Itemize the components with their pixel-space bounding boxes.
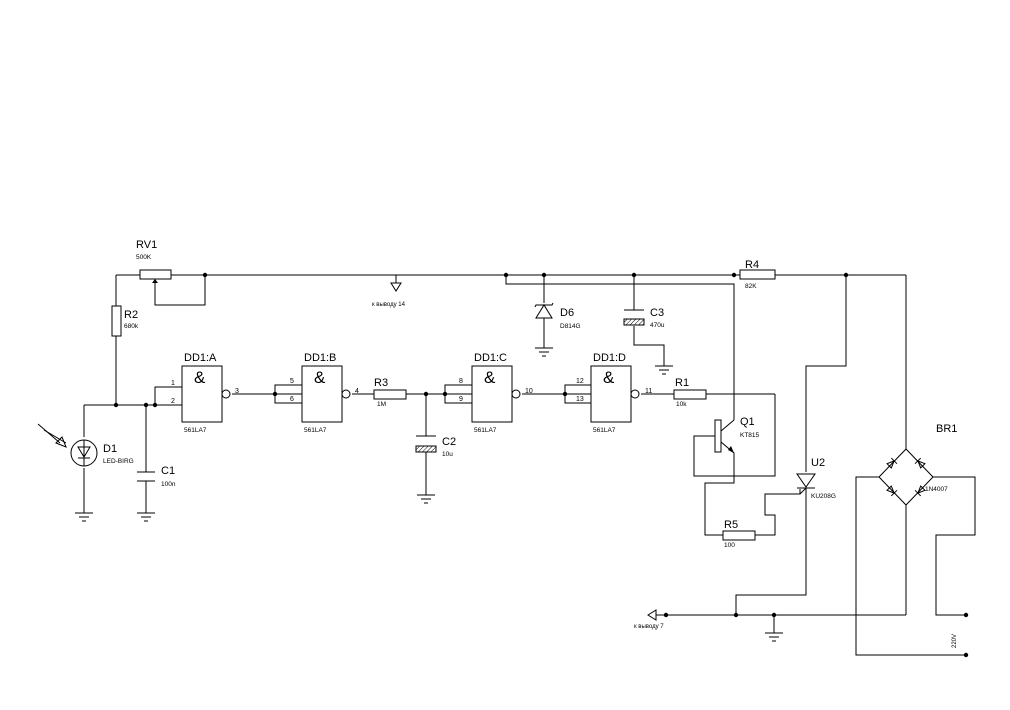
- dd1c-symbol: &: [484, 368, 496, 387]
- dd1b-pin-6: 6: [290, 396, 294, 403]
- gate-dd1d: & DD1:D 561LA7 12 13 11: [576, 352, 652, 434]
- dd1c-pin-9: 9: [459, 396, 463, 403]
- r2-value: 680k: [124, 323, 139, 330]
- r3-resistor: R3 1M: [373, 377, 407, 408]
- r1-resistor: R1 10k: [673, 377, 707, 408]
- br1-bridge-rectifier: BR1 1N4007: [878, 423, 957, 506]
- dd1a-symbol: &: [194, 368, 206, 387]
- u2-value: KU208G: [811, 493, 836, 500]
- d1-value: LED-BIRG: [103, 458, 134, 465]
- q1-value: KT815: [740, 432, 760, 439]
- q1-ref: Q1: [740, 416, 755, 428]
- c1-capacitor: C1 100n: [137, 465, 176, 488]
- terminal-pin7: к выводу 7: [634, 609, 664, 630]
- dd1b-pin-4: 4: [355, 388, 359, 395]
- dd1d-ref: DD1:D: [593, 352, 626, 364]
- rv1-potentiometer: RV1 500K: [136, 239, 172, 291]
- r1-value: 10k: [676, 401, 687, 408]
- terminal-mains: 220V: [952, 634, 958, 648]
- u2-thyristor: U2 KU208G: [796, 457, 836, 500]
- dd1b-pin-5: 5: [290, 378, 294, 385]
- dd1d-pin-13: 13: [576, 396, 584, 403]
- dd1c-pin-8: 8: [459, 378, 463, 385]
- dd1b-value: 561LA7: [304, 427, 327, 434]
- rv1-ref: RV1: [136, 239, 157, 251]
- d1-ref: D1: [103, 443, 117, 455]
- dd1b-symbol: &: [314, 368, 326, 387]
- dd1d-pin-11: 11: [645, 388, 652, 395]
- r4-value: 82K: [745, 283, 757, 290]
- br1-value: 1N4007: [925, 486, 948, 493]
- dd1a-ref: DD1:A: [184, 352, 217, 364]
- u2-ref: U2: [811, 457, 825, 469]
- r5-value: 100: [724, 542, 735, 549]
- dd1b-ref: DD1:B: [304, 352, 336, 364]
- c3-value: 470u: [650, 322, 665, 329]
- r1-ref: R1: [675, 377, 689, 389]
- r4-ref: R4: [745, 259, 759, 271]
- gate-dd1b: & DD1:B 561LA7 5 6 4: [290, 352, 359, 434]
- d6-ref: D6: [560, 307, 574, 319]
- dd1c-value: 561LA7: [474, 427, 497, 434]
- c1-ref: C1: [161, 465, 175, 477]
- dd1d-pin-12: 12: [576, 378, 584, 385]
- junctions: [113, 272, 969, 658]
- c3-capacitor: C3 470u: [623, 307, 665, 329]
- br1-ref: BR1: [936, 423, 957, 435]
- dd1d-value: 561LA7: [593, 427, 616, 434]
- dd1a-pin-2: 2: [171, 398, 175, 405]
- terminal-pin14: к выводу 14: [372, 275, 406, 308]
- rv1-value: 500K: [136, 254, 152, 261]
- d1-photodiode: D1 LED-BIRG: [37, 423, 134, 467]
- ground-symbols: [75, 347, 783, 642]
- r2-resistor: R2 680k: [111, 305, 139, 337]
- dd1d-symbol: &: [603, 368, 615, 387]
- c3-ref: C3: [650, 307, 664, 319]
- r5-ref: R5: [724, 519, 738, 531]
- r3-value: 1M: [377, 401, 386, 408]
- d6-value: D814G: [560, 323, 581, 330]
- gate-dd1a: & DD1:A 561LA7 1 2 3: [171, 352, 239, 434]
- c1-value: 100n: [161, 481, 176, 488]
- dd1c-ref: DD1:C: [474, 352, 507, 364]
- c2-value: 10u: [442, 451, 453, 458]
- r4-resistor: R4 82K: [739, 259, 776, 290]
- c2-ref: C2: [442, 436, 456, 448]
- d6-zener-diode: D6 D814G: [534, 302, 581, 330]
- r3-ref: R3: [374, 377, 388, 389]
- q1-transistor: Q1 KT815: [714, 416, 760, 453]
- dd1a-pin-1: 1: [171, 380, 175, 387]
- dd1a-pin-3: 3: [235, 388, 239, 395]
- dd1a-value: 561LA7: [184, 427, 207, 434]
- wires: [83, 274, 976, 656]
- note-mains: 220V: [952, 634, 958, 648]
- note-to-pin7: к выводу 7: [634, 624, 664, 630]
- c2-capacitor: C2 10u: [415, 435, 456, 458]
- r5-resistor: R5 100: [722, 519, 756, 549]
- gate-dd1c: & DD1:C 561LA7 8 9 10: [459, 352, 533, 434]
- note-to-pin14: к выводу 14: [372, 302, 406, 308]
- dd1c-pin-10: 10: [525, 388, 533, 395]
- r2-ref: R2: [124, 309, 138, 321]
